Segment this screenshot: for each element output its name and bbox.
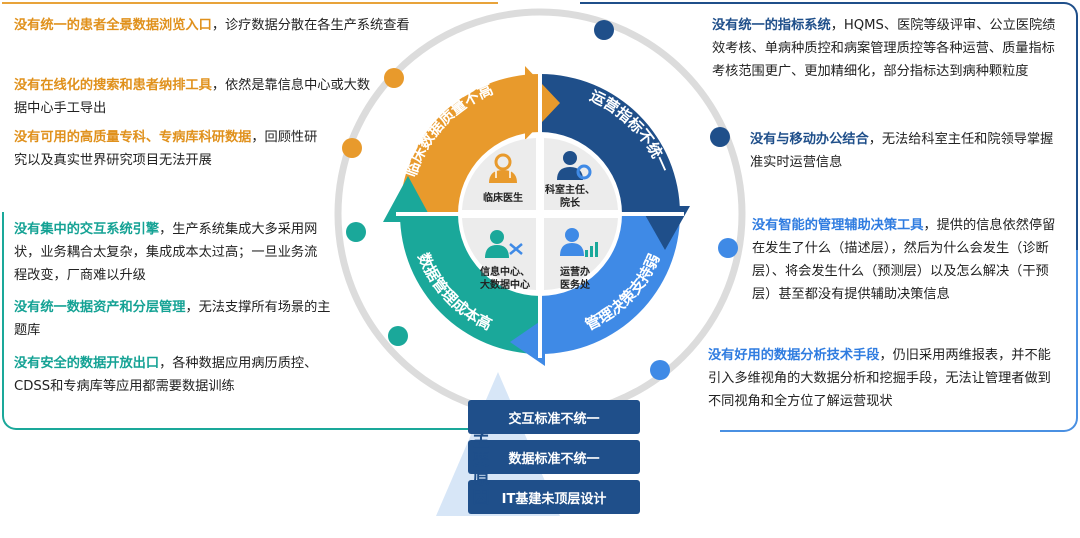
- center-label-manager-2: 院长: [560, 196, 581, 209]
- ring-dot-blue-1: [718, 238, 738, 258]
- issue-text: ，各种数据应用病历质控、CDSS和专病库等应用都需要数据训练: [14, 356, 318, 394]
- issue-bottom-left-2: 没有统一数据资产和分层管理，无法支撑所有场景的主题库: [14, 296, 332, 342]
- issue-highlight: 没有与移动办公结合: [750, 132, 869, 147]
- ring-segment-navy: [540, 74, 680, 214]
- issue-text: ，依然是靠信息中心或大数据中心手工导出: [14, 78, 371, 116]
- reason-it-infrastructure: IT基建未顶层设计: [468, 480, 640, 514]
- issue-text: ，生产系统集成大多采用网状，业务耦合太复杂，集成成本太过高；一旦业务流程改变，厂…: [14, 222, 318, 283]
- doctor-icon: [489, 153, 517, 183]
- ring-segment-teal: [400, 214, 540, 354]
- frame-bottom-right: [720, 250, 1078, 432]
- frame-bottom-left: [2, 212, 484, 430]
- issue-highlight: 没有集中的交互系统引擎: [14, 222, 160, 237]
- issue-highlight: 没有统一的患者全景数据浏览入口: [14, 18, 212, 33]
- operations-chart-icon: [560, 228, 598, 257]
- issue-highlight: 没有安全的数据开放出口: [14, 356, 160, 371]
- issue-top-right-2: 没有与移动办公结合，无法给科室主任和院领导掌握准实时运营信息: [750, 128, 1066, 174]
- issue-highlight: 没有统一的指标系统: [712, 18, 831, 33]
- frame-top-left: [2, 2, 498, 4]
- issue-highlight: 没有可用的高质量专科、专病库科研数据: [14, 130, 252, 145]
- issue-text: ，诊疗数据分散在各生产系统查看: [211, 18, 410, 33]
- ring-dot-blue-2: [650, 360, 670, 380]
- data-center-shuffle-icon: [485, 230, 523, 258]
- center-label-datacenter-2: 大数据中心: [480, 278, 530, 291]
- reasons-vertical-label: 主要原因: [472, 431, 490, 508]
- ring-segment-orange: [400, 74, 540, 214]
- issue-text: ，回顾性研究以及真实世界研究项目无法开展: [14, 130, 318, 168]
- ring-dot-teal-1: [346, 222, 366, 242]
- frame-top-right: [580, 2, 1078, 254]
- issue-top-left-2: 没有在线化的搜索和患者纳排工具，依然是靠信息中心或大数据中心手工导出: [14, 74, 376, 120]
- issue-bottom-right-1: 没有智能的管理辅助决策工具，提供的信息依然停留在发生了什么（描述层），然后为什么…: [752, 214, 1062, 306]
- issue-highlight: 没有统一数据资产和分层管理: [14, 300, 186, 315]
- issue-bottom-left-1: 没有集中的交互系统引擎，生产系统集成大多采用网状，业务耦合太复杂，集成成本太过高…: [14, 218, 328, 287]
- arrow-head-blue: [510, 318, 545, 366]
- arrow-head-orange: [525, 66, 560, 140]
- manager-gear-icon: [557, 151, 592, 180]
- center-label-datacenter-1: 信息中心、: [480, 265, 530, 278]
- center-label-doctor: 临床医生: [483, 191, 523, 204]
- reason-data-standard: 数据标准不统一: [468, 440, 640, 474]
- arrow-head-teal: [383, 176, 433, 222]
- ring-dot-orange-1: [384, 68, 404, 88]
- center-label-operations-1: 运营办: [560, 265, 590, 278]
- issue-text: ，提供的信息依然停留在发生了什么（描述层），然后为什么会发生（诊断层）、将会发生…: [752, 218, 1056, 302]
- issue-top-left-3: 没有可用的高质量专科、专病库科研数据，回顾性研究以及真实世界研究项目无法开展: [14, 126, 320, 172]
- issue-highlight: 没有智能的管理辅助决策工具: [752, 218, 924, 233]
- reason-interaction-standard: 交互标准不统一: [468, 400, 640, 434]
- issue-top-right-1: 没有统一的指标系统，HQMS、医院等级评审、公立医院绩效考核、单病种质控和病案管…: [712, 14, 1064, 83]
- ring-dot-navy-1: [594, 20, 614, 40]
- ring-dot-navy-2: [710, 127, 730, 147]
- ring-dot-teal-2: [388, 326, 408, 346]
- issue-bottom-right-2: 没有好用的数据分析技术手段，仍旧采用两维报表，并不能引入多维视角的大数据分析和挖…: [708, 344, 1064, 413]
- issue-text: ，无法支撑所有场景的主题库: [14, 300, 331, 338]
- center-label-manager-1: 科室主任、: [545, 183, 595, 196]
- issue-text: ，无法给科室主任和院领导掌握准实时运营信息: [750, 132, 1054, 170]
- issue-top-left-1: 没有统一的患者全景数据浏览入口，诊疗数据分散在各生产系统查看: [14, 14, 414, 37]
- issue-highlight: 没有好用的数据分析技术手段: [708, 348, 880, 363]
- issue-text: ，HQMS、医院等级评审、公立医院绩效考核、单病种质控和病案管理质控等各种运营、…: [712, 18, 1056, 79]
- issue-text: ，仍旧采用两维报表，并不能引入多维视角的大数据分析和挖掘手段，无法让管理者做到不…: [708, 348, 1051, 409]
- ring-dot-orange-2: [342, 138, 362, 158]
- issue-bottom-left-3: 没有安全的数据开放出口，各种数据应用病历质控、CDSS和专病库等应用都需要数据训…: [14, 352, 344, 398]
- center-label-operations-2: 医务处: [560, 278, 591, 291]
- arrow-head-navy: [640, 206, 690, 250]
- ring-segment-blue: [540, 214, 680, 354]
- issue-highlight: 没有在线化的搜索和患者纳排工具: [14, 78, 212, 93]
